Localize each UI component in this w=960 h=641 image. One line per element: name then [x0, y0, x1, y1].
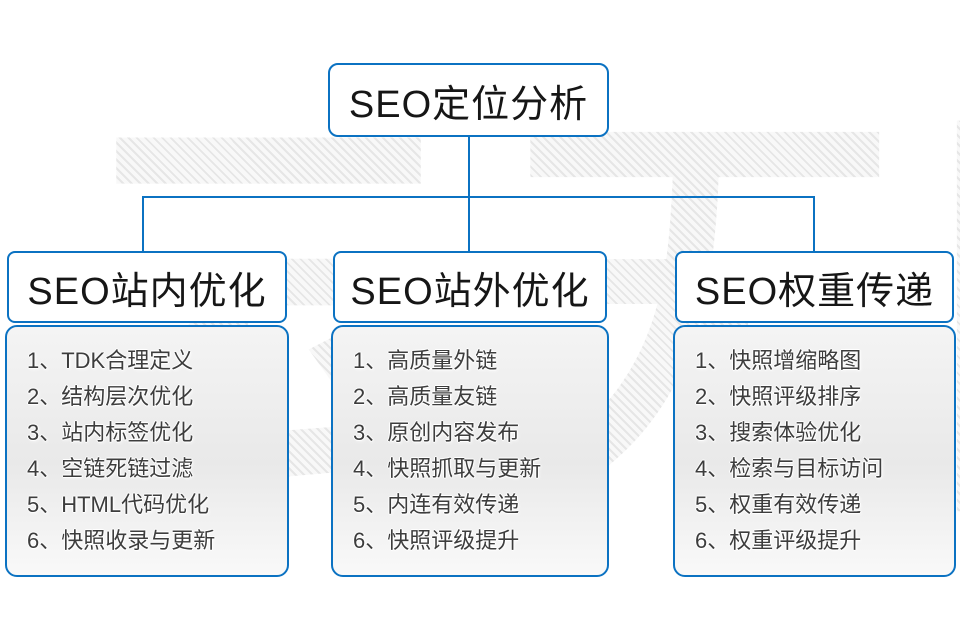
column-header: SEO站内优化 [7, 251, 287, 323]
list-item: 6、权重评级提升 [695, 528, 862, 553]
connector-branch-middle [468, 197, 470, 253]
connector-trunk [468, 137, 470, 198]
list-item: 5、权重有效传递 [695, 492, 862, 517]
list-item: 2、结构层次优化 [27, 384, 194, 409]
list-item: 5、内连有效传递 [353, 492, 520, 517]
list-item: 3、原创内容发布 [353, 420, 520, 445]
list-item: 4、检索与目标访问 [695, 456, 884, 481]
column-panel: 1、高质量外链 2、高质量友链 3、原创内容发布 4、快照抓取与更新 5、内连有… [331, 325, 609, 577]
connector-horizontal [142, 196, 815, 198]
list-item: 2、高质量友链 [353, 384, 498, 409]
column-onsite-seo: SEO站内优化 1、TDK合理定义 2、结构层次优化 3、站内标签优化 4、空链… [5, 251, 289, 577]
list-item: 5、HTML代码优化 [27, 492, 210, 517]
list-item: 1、高质量外链 [353, 348, 498, 373]
list-item: 3、站内标签优化 [27, 420, 194, 445]
list-item: 1、快照增缩略图 [695, 348, 862, 373]
connector-branch-right [813, 197, 815, 253]
list-item: 1、TDK合理定义 [27, 348, 194, 373]
list-item: 2、快照评级排序 [695, 384, 862, 409]
column-panel: 1、TDK合理定义 2、结构层次优化 3、站内标签优化 4、空链死链过滤 5、H… [5, 325, 289, 577]
root-node: SEO定位分析 [328, 63, 609, 137]
list-item: 4、空链死链过滤 [27, 456, 194, 481]
item-list: 1、TDK合理定义 2、结构层次优化 3、站内标签优化 4、空链死链过滤 5、H… [7, 327, 287, 559]
column-header: SEO站外优化 [333, 251, 607, 323]
connector-branch-left [142, 197, 144, 253]
column-header: SEO权重传递 [675, 251, 954, 323]
list-item: 4、快照抓取与更新 [353, 456, 542, 481]
column-panel: 1、快照增缩略图 2、快照评级排序 3、搜索体验优化 4、检索与目标访问 5、权… [673, 325, 956, 577]
item-list: 1、高质量外链 2、高质量友链 3、原创内容发布 4、快照抓取与更新 5、内连有… [333, 327, 607, 559]
column-weight-transfer: SEO权重传递 1、快照增缩略图 2、快照评级排序 3、搜索体验优化 4、检索与… [673, 251, 956, 577]
list-item: 6、快照收录与更新 [27, 528, 216, 553]
list-item: 6、快照评级提升 [353, 528, 520, 553]
column-offsite-seo: SEO站外优化 1、高质量外链 2、高质量友链 3、原创内容发布 4、快照抓取与… [331, 251, 609, 577]
list-item: 3、搜索体验优化 [695, 420, 862, 445]
item-list: 1、快照增缩略图 2、快照评级排序 3、搜索体验优化 4、检索与目标访问 5、权… [675, 327, 954, 559]
